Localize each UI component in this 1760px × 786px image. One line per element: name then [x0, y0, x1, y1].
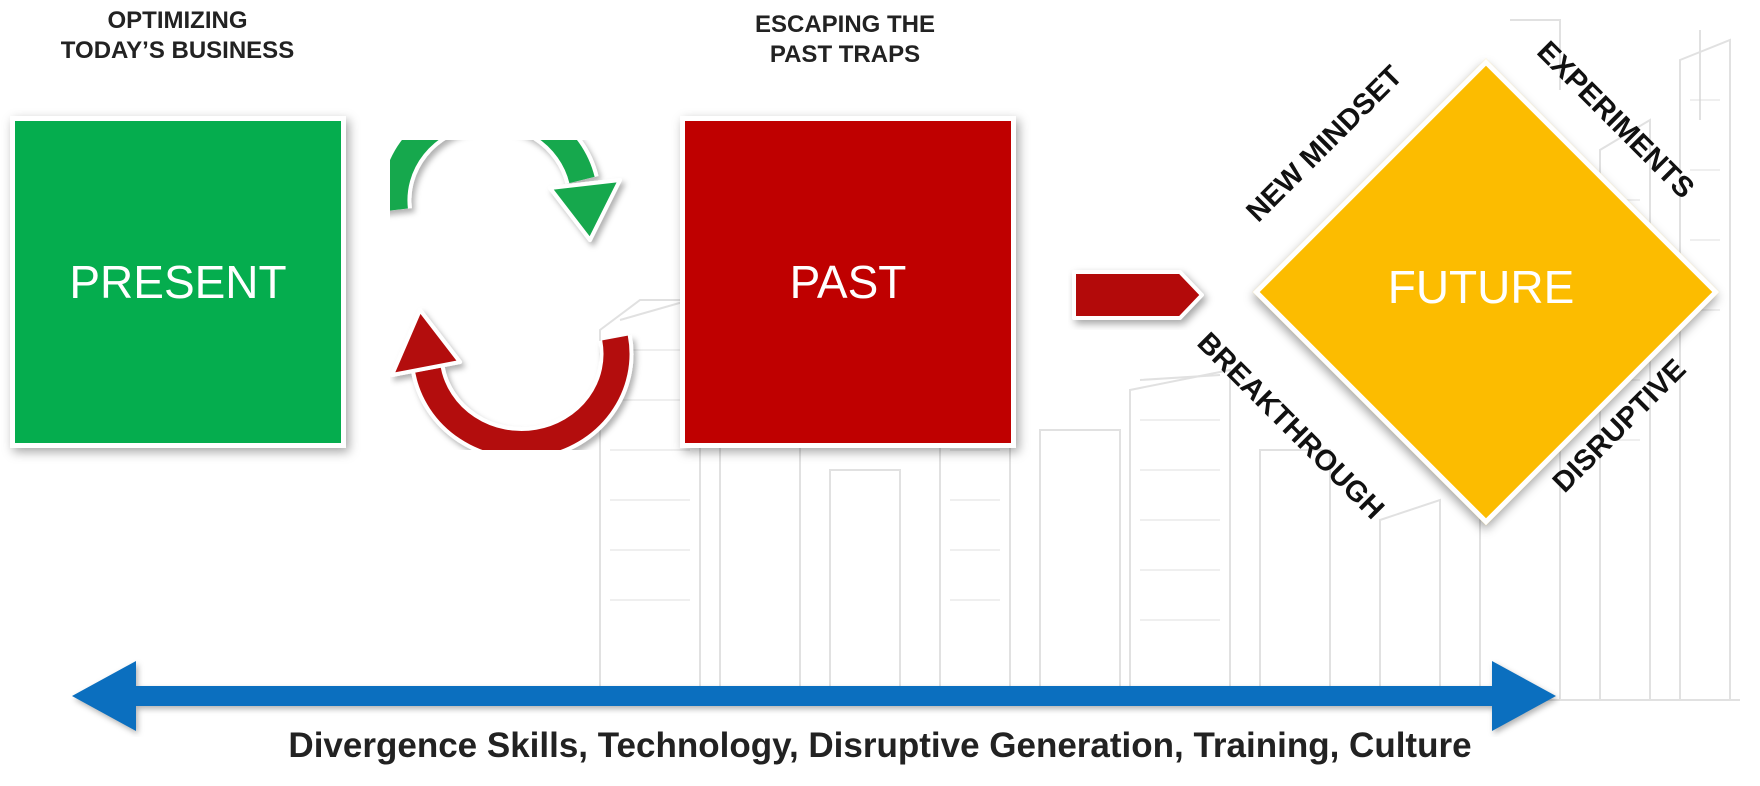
past-label: PAST	[789, 256, 907, 308]
future-label: FUTURE	[1387, 261, 1575, 313]
past-box: PAST	[680, 116, 1016, 448]
footer-text: Divergence Skills, Technology, Disruptiv…	[288, 726, 1472, 765]
cycle-arrows	[390, 140, 634, 450]
present-heading-line: TODAY’S BUSINESS	[60, 37, 295, 64]
future-diamond: FUTURE	[1246, 52, 1720, 526]
past-heading-line: PAST TRAPS	[769, 41, 921, 68]
red-cycle-arrow	[390, 308, 634, 450]
double-headed-axis-arrow	[72, 661, 1556, 731]
present-label: PRESENT	[69, 256, 287, 308]
past-heading: ESCAPING THE PAST TRAPS	[675, 10, 1015, 70]
present-heading: OPTIMIZING TODAY’S BUSINESS	[20, 6, 335, 66]
past-to-future-arrow	[1072, 270, 1204, 320]
present-heading-line: OPTIMIZING	[107, 7, 248, 34]
past-heading-line: ESCAPING THE	[754, 11, 936, 38]
green-cycle-arrow	[390, 140, 622, 242]
present-box: PRESENT	[10, 116, 346, 448]
